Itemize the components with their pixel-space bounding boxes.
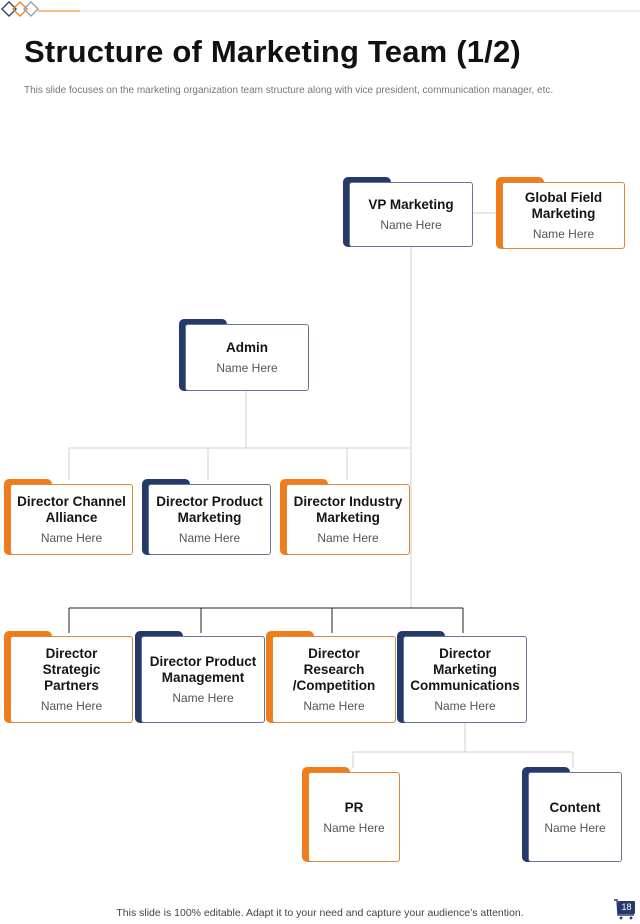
node-card: Director Industry Marketing Name Here xyxy=(286,484,410,555)
node-director-strategic-partners: Director Strategic Partners Name Here xyxy=(4,631,133,723)
node-person-name: Name Here xyxy=(303,699,365,713)
node-card: Director Research /Competition Name Here xyxy=(272,636,396,723)
node-director-research-competition: Director Research /Competition Name Here xyxy=(266,631,396,723)
node-card: Director Marketing Communications Name H… xyxy=(403,636,527,723)
node-person-name: Name Here xyxy=(323,820,385,835)
node-card: PR Name Here xyxy=(308,772,400,862)
node-card: VP Marketing Name Here xyxy=(349,182,473,247)
node-content: Content Name Here xyxy=(522,767,622,862)
node-director-product-marketing: Director Product Marketing Name Here xyxy=(142,479,271,555)
node-pr: PR Name Here xyxy=(302,767,400,862)
node-director-product-management: Director Product Management Name Here xyxy=(135,631,265,723)
node-role: Director Product Management xyxy=(149,654,257,685)
node-person-name: Name Here xyxy=(532,227,595,241)
node-role: Admin xyxy=(226,340,268,355)
page-number: 18 xyxy=(618,901,635,914)
node-person-name: Name Here xyxy=(40,531,103,545)
node-director-channel-alliance: Director Channel Alliance Name Here xyxy=(4,479,133,555)
node-role: Director Product Marketing xyxy=(156,494,263,525)
node-person-name: Name Here xyxy=(380,218,442,232)
node-role: Director Research /Competition xyxy=(292,646,376,693)
node-global-field-marketing: Global Field Marketing Name Here xyxy=(496,177,625,249)
node-card: Global Field Marketing Name Here xyxy=(502,182,625,249)
node-role: Director Marketing Communications xyxy=(410,646,520,693)
node-person-name: Name Here xyxy=(178,531,241,545)
node-card: Director Product Marketing Name Here xyxy=(148,484,271,555)
node-vp-marketing: VP Marketing Name Here xyxy=(343,177,473,247)
header-decoration xyxy=(1,1,640,17)
node-role: Director Industry Marketing xyxy=(293,494,403,525)
node-director-industry-marketing: Director Industry Marketing Name Here xyxy=(280,479,410,555)
slide-footer: This slide is 100% editable. Adapt it to… xyxy=(116,907,524,919)
node-card: Content Name Here xyxy=(528,772,622,862)
node-admin: Admin Name Here xyxy=(179,319,309,391)
slide-subtitle: This slide focuses on the marketing orga… xyxy=(24,85,554,96)
node-role: Director Channel Alliance xyxy=(17,494,126,525)
page-number-badge: 18 xyxy=(613,898,637,920)
node-role: VP Marketing xyxy=(368,197,454,212)
node-person-name: Name Here xyxy=(544,820,606,835)
node-person-name: Name Here xyxy=(40,699,103,713)
node-person-name: Name Here xyxy=(434,699,496,713)
node-person-name: Name Here xyxy=(172,691,234,705)
node-card: Director Channel Alliance Name Here xyxy=(10,484,133,555)
node-card: Director Product Management Name Here xyxy=(141,636,265,723)
diamond-logo-icon xyxy=(1,1,39,17)
node-role: Content xyxy=(549,799,601,815)
cart-icon xyxy=(614,899,634,920)
slide-title: Structure of Marketing Team (1/2) xyxy=(24,34,521,69)
node-role: PR xyxy=(344,799,364,815)
node-person-name: Name Here xyxy=(216,361,278,375)
node-role: Director Strategic Partners xyxy=(42,646,101,693)
node-card: Admin Name Here xyxy=(185,324,309,391)
node-role: Global Field Marketing xyxy=(524,190,603,221)
node-director-marketing-communications: Director Marketing Communications Name H… xyxy=(397,631,527,723)
node-card: Director Strategic Partners Name Here xyxy=(10,636,133,723)
node-person-name: Name Here xyxy=(317,531,379,545)
